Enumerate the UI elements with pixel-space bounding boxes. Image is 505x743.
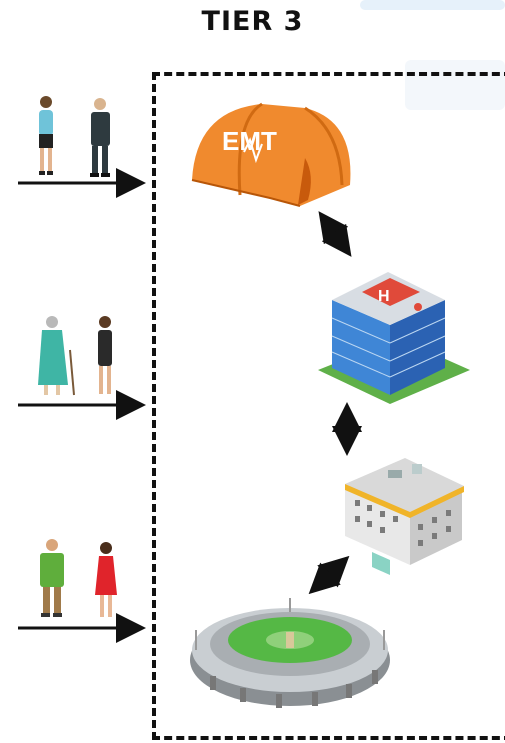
background-tint-top — [360, 0, 505, 10]
person-woman-dark-icon — [98, 316, 112, 394]
tier-boundary-box — [152, 72, 505, 740]
tent-icon: EMT — [191, 102, 351, 207]
hospital-sign: H — [378, 288, 390, 305]
clinic-icon — [345, 458, 464, 575]
hospital-icon: H — [318, 272, 470, 404]
tent-hospital-arrow — [318, 211, 352, 257]
clinic-stadium-arrow — [308, 555, 350, 595]
person-tourist-icon — [40, 539, 64, 617]
person-red-dress-icon — [95, 542, 117, 617]
person-elderly-icon — [38, 316, 75, 396]
diagram-title: TIER 3 — [201, 6, 304, 37]
stadium-icon — [190, 598, 390, 708]
person-woman-icon — [39, 96, 53, 175]
background-tint-right — [405, 60, 505, 110]
person-man-icon — [90, 98, 110, 177]
